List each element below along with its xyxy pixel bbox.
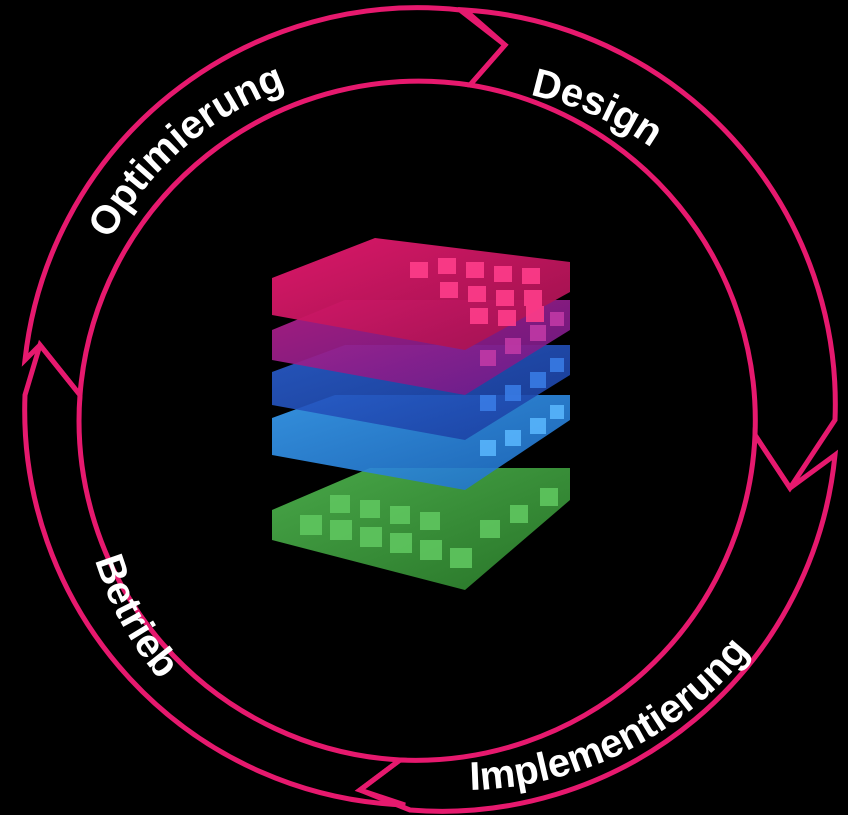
- phase-label-betrieb: Betrieb: [86, 549, 187, 686]
- phase-label-design: Design: [528, 61, 671, 155]
- layer-top: [272, 238, 570, 350]
- ring-segment-design: [457, 7, 838, 493]
- ring-segment-optimierung: [21, 5, 509, 402]
- stacked-layers-icon: [272, 238, 570, 590]
- ring: [21, 5, 839, 814]
- layer-base: [272, 468, 570, 590]
